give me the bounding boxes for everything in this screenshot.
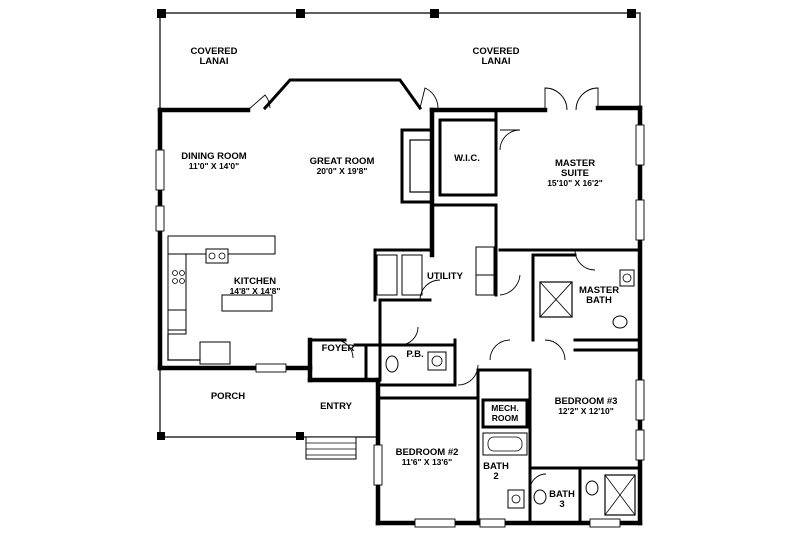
label-covered-lanai-right-2: LANAI xyxy=(481,56,510,67)
label-bath-3-2: 3 xyxy=(559,499,564,510)
label-dining-room: DINING ROOM xyxy=(181,151,247,162)
lanai-posts xyxy=(157,9,636,18)
label-mech-room-1: MECH. xyxy=(491,403,518,413)
label-entry: ENTRY xyxy=(320,401,353,412)
label-kitchen: KITCHEN xyxy=(234,276,276,287)
utility-fixtures xyxy=(376,246,495,296)
kitchen-fixtures xyxy=(167,235,276,365)
room-labels: COVERED LANAI COVERED LANAI DINING ROOM … xyxy=(181,46,619,510)
label-great-room-dims: 20'0" X 19'8" xyxy=(317,166,368,176)
label-porch: PORCH xyxy=(211,391,245,402)
label-bedroom-3: BEDROOM #3 xyxy=(555,396,618,407)
label-master-suite-dims: 15'10" X 16'2" xyxy=(547,178,603,188)
label-foyer: FOYER xyxy=(322,343,355,354)
interior-walls xyxy=(308,107,642,525)
label-wic: W.I.C. xyxy=(454,153,480,164)
label-dining-room-dims: 11'0" X 14'0" xyxy=(189,161,239,171)
label-utility: UTILITY xyxy=(427,271,464,282)
label-kitchen-dims: 14'8" X 14'8" xyxy=(230,286,281,296)
label-mech-room-2: ROOM xyxy=(492,413,518,423)
label-powder-bath: P.B. xyxy=(406,349,423,360)
label-bedroom-3-dims: 12'2" X 12'10" xyxy=(558,406,614,416)
label-bedroom-2-dims: 11'6" X 13'6" xyxy=(402,457,452,467)
label-master-bath-1: MASTER xyxy=(579,285,619,296)
label-covered-lanai-right-1: COVERED xyxy=(473,46,520,57)
entry-steps xyxy=(305,436,357,460)
label-bedroom-2: BEDROOM #2 xyxy=(396,447,459,458)
label-master-bath-2: BATH xyxy=(586,295,612,306)
label-covered-lanai-left-1: COVERED xyxy=(191,46,238,57)
label-bath-3-1: BATH xyxy=(549,489,575,500)
door-swings xyxy=(247,87,599,491)
label-master-suite-1: MASTER xyxy=(555,158,595,169)
bath-fixtures xyxy=(385,269,635,509)
label-master-suite-2: SUITE xyxy=(561,168,589,179)
windows xyxy=(155,124,645,528)
label-bath-2-2: 2 xyxy=(493,471,498,482)
lanai-outline xyxy=(159,12,641,111)
label-bath-2-1: BATH xyxy=(483,461,509,472)
label-great-room: GREAT ROOM xyxy=(310,156,375,167)
label-covered-lanai-left-2: LANAI xyxy=(199,56,228,67)
